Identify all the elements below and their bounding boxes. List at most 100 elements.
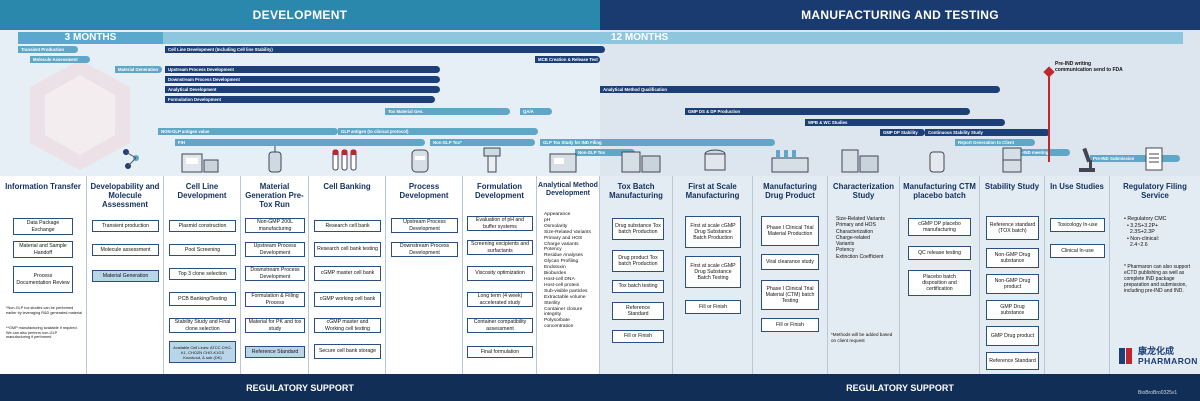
formulation-item: Long term (4 week) accelerated study — [467, 292, 533, 307]
list-item: Polysorbate concentration — [544, 318, 574, 330]
milestone-line — [1048, 72, 1050, 162]
list-item: Host-cell protein — [544, 282, 580, 288]
list-item: Glycan Profiling — [544, 259, 579, 265]
mixer-icon — [483, 147, 501, 173]
regulatory-list: • Regulatory CMC • 3.2S+3.2P+ 2.3S+2.3P … — [1124, 216, 1166, 249]
document-code: BioBroBro0325v1 — [1138, 390, 1178, 396]
cell-bank-item: Secure cell bank storage — [314, 344, 381, 359]
list-item: Residue Analyses — [544, 253, 583, 259]
bar-glp-tox-study: GLP Tox Study for IND Filing — [540, 139, 775, 146]
bar-transient-production: Transient Production — [18, 46, 78, 53]
bar-cell-line-development: Cell Line Development (Including Cell li… — [165, 46, 605, 53]
column-regulatory-filing: Regulatory Filing Service • Regulatory C… — [1110, 176, 1200, 374]
developability-item: Material Generation — [92, 270, 159, 282]
list-item: Osmolarity — [544, 223, 568, 229]
drug-product-item: Fill or Finish — [761, 318, 819, 332]
cell-line-item: Stability Study and Final clone selectio… — [169, 318, 236, 333]
filling-line-icon — [771, 150, 809, 173]
stability-item: Reference Standard — [986, 352, 1039, 370]
footnote: **GMP manufacturing available if require… — [6, 326, 78, 340]
cell-bank-item: cGMP master and Working cell testing — [314, 318, 381, 333]
column-information-transfer: Information Transfer Data Package Exchan… — [0, 176, 87, 374]
first-at-scale-item: Fill or Finish — [685, 300, 741, 314]
bar-analytical-development: Analytical Development — [165, 86, 440, 93]
timeline-bg-mfg — [600, 30, 1200, 176]
period-12-months: 12 MONTHS — [163, 32, 1183, 44]
cell-line-item: Available Cell Lines: ATCC CHO-K1, CHOZN… — [169, 341, 236, 363]
list-item: Charge variants — [544, 241, 579, 247]
developability-item: Molecule assessment — [92, 244, 159, 256]
bar-pre-ind-submission: Pre-IND Submission — [1090, 155, 1180, 162]
stability-item: Non-GMP Drug substance — [986, 248, 1039, 268]
bar-wpb-wc-studies: WPB & WC Studies — [805, 119, 1005, 126]
microscope-icon — [1079, 147, 1095, 172]
list-item: 2.3S+2.3P — [1124, 229, 1155, 235]
material-item: Non-GMP 200L manufacturing — [245, 218, 305, 233]
formulation-item: Container compatibility assessment — [467, 318, 533, 333]
tox-batch-item: Drug substance Tox batch Production — [612, 218, 664, 240]
drug-product-item: Phase I Clinical Trial Material (CTM) ba… — [761, 280, 819, 310]
bar-downstream-pd: Downstream Process Development — [165, 76, 440, 83]
list-item: • Regulatory CMC — [1124, 216, 1167, 222]
material-item: Downstream Process Development — [245, 266, 305, 281]
bar-material-generation: Material Generation — [115, 66, 162, 73]
stability-item: GMP Drug product — [986, 326, 1039, 346]
test-tubes-icon — [332, 149, 357, 171]
lab-equipment-icon — [181, 153, 219, 173]
placebo-item: Placebo batch disposition and certificat… — [908, 270, 971, 296]
bar-qaa: QA/A — [520, 108, 552, 115]
bar-non-glp-antigen: NON-GLP antigen value — [158, 128, 338, 135]
stability-item: Reference standard (TOX batch) — [986, 216, 1039, 240]
regulatory-note: * Pharmaron can also support eCTD publis… — [1124, 264, 1191, 294]
list-item: Primary and HOS — [544, 235, 583, 241]
developability-item: Transient production — [92, 220, 159, 232]
development-header: DEVELOPMENT — [0, 0, 600, 30]
tox-batch-item: Fill or Finish — [612, 330, 664, 343]
tox-batch-item: Drug product Tox batch Production — [612, 250, 664, 272]
list-item: Appearance — [544, 212, 571, 217]
bar-glp-antigen: GLP antigen (to clinical protocol) — [338, 128, 538, 135]
formulation-item: Screening excipients and surfactants — [467, 240, 533, 255]
column-characterization-study: Characterization Study Size-Related Vari… — [828, 176, 900, 374]
info-item: Material and Sample Handoff — [13, 241, 73, 258]
stability-item: Non-GMP Drug product — [986, 274, 1039, 294]
formulation-item: Viscosity optimization — [467, 266, 533, 281]
pharmaron-logo: 康龙化成 PHARMARON — [1118, 344, 1198, 372]
bar-tox-material: Tox Material Gen. — [385, 108, 510, 115]
list-item: Size-Related Variants — [544, 229, 591, 235]
column-stability-study: Stability Study Reference standard (TOX … — [980, 176, 1045, 374]
list-item: Primary and HOS — [836, 222, 876, 229]
bar-non-glp-tox: Non-GLP Tox* — [430, 139, 535, 146]
column-cell-line-development: Cell Line Development Plasmid constructi… — [164, 176, 241, 374]
column-tox-batch: Tox Batch Manufacturing Drug substance T… — [600, 176, 673, 374]
bar-analytical-method-qualification: Analytical Method Qualification — [600, 86, 1000, 93]
list-item: • Non-clinical: — [1124, 235, 1160, 242]
placebo-item: QC release testing — [908, 246, 971, 260]
cell-bank-item: Research cell bank testing — [314, 242, 381, 257]
stability-item: GMP Drug substance — [986, 300, 1039, 320]
hplc-icon — [841, 149, 879, 173]
process-item: Downstream Process Development — [391, 242, 458, 257]
process-item: Upstream Process Development — [391, 218, 458, 233]
cell-bank-item: Research cell bank — [314, 220, 381, 232]
footnote: *Methods will be added based on client r… — [831, 332, 893, 343]
formulation-item: Final formulation — [467, 346, 533, 358]
column-ctm-placebo: Manufacturing CTM placebo batch cGMP DP … — [900, 176, 980, 374]
bar-gmp-ds-dp: GMP DS & DP Production — [685, 108, 970, 115]
column-material-generation: Material Generation Pre-Tox Run Non-GMP … — [241, 176, 309, 374]
info-item: Process Documentation Review — [13, 266, 73, 293]
molecule-icon — [123, 149, 139, 169]
manufacturing-header: MANUFACTURING AND TESTING — [600, 0, 1200, 30]
first-at-scale-item: First at scale cGMP Drug Substance Batch… — [685, 216, 741, 248]
column-manufacturing-drug-product: Manufacturing Drug Product Phase I Clini… — [753, 176, 828, 374]
list-item: Variants — [836, 241, 855, 248]
tox-batch-item: Reference Standard — [612, 302, 664, 320]
list-item: Size-Related Variants — [836, 216, 885, 222]
bioreactor-icon — [268, 146, 282, 173]
cell-line-item: Pool Screening — [169, 244, 236, 256]
in-use-item: Clinical In-use — [1050, 244, 1105, 258]
list-item: Sterility — [544, 300, 561, 306]
tox-batch-item: Tox batch testing — [612, 280, 664, 293]
